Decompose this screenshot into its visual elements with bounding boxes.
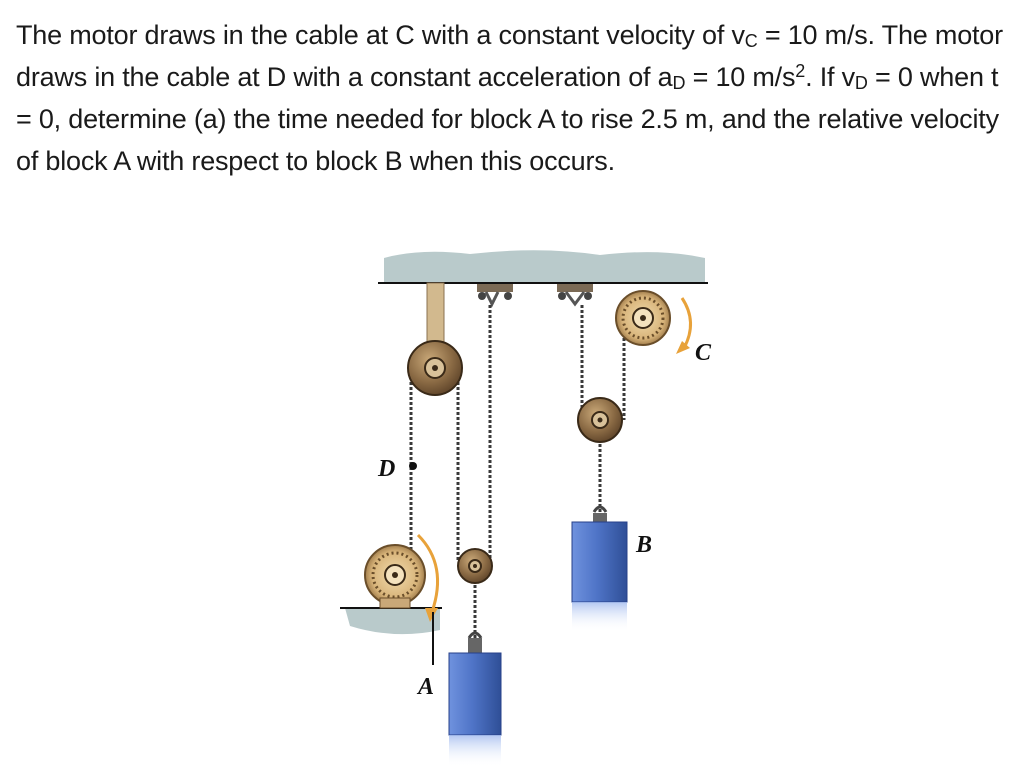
label-c: C bbox=[695, 340, 712, 366]
arrow-d bbox=[416, 533, 439, 613]
arrow-c bbox=[680, 297, 692, 349]
block-b bbox=[571, 505, 628, 632]
point-d-marker bbox=[409, 462, 417, 470]
label-a: A bbox=[416, 674, 434, 700]
subscript-c: C bbox=[744, 31, 758, 51]
pulley-a bbox=[457, 548, 493, 584]
ceiling-hanger-2 bbox=[557, 284, 593, 307]
arrow-c-head bbox=[676, 341, 690, 354]
problem-text-3: = 10 m/s bbox=[685, 62, 796, 92]
motor-d bbox=[340, 544, 442, 635]
superscript-2: 2 bbox=[795, 61, 806, 81]
pulley-b bbox=[577, 397, 623, 443]
problem-text-5: = 0 when t = 0, determine (a) the time n… bbox=[16, 62, 999, 176]
subscript-d-2: D bbox=[854, 73, 868, 93]
problem-statement: The motor draws in the cable at C with a… bbox=[16, 14, 1006, 182]
ceiling bbox=[378, 250, 708, 284]
problem-text-4: . If v bbox=[805, 62, 855, 92]
label-b: B bbox=[635, 532, 652, 558]
arrow-d-head bbox=[425, 608, 438, 622]
block-a bbox=[448, 631, 502, 767]
ceiling-hanger-1 bbox=[477, 284, 513, 308]
label-d: D bbox=[377, 456, 395, 482]
fixed-pulley bbox=[407, 340, 463, 396]
problem-text-1: The motor draws in the cable at C with a… bbox=[16, 20, 745, 50]
problem-text-2: = 10 m/s. The motor draws in the cable a… bbox=[16, 20, 1003, 92]
subscript-d: D bbox=[672, 73, 686, 93]
motor-c bbox=[615, 290, 671, 346]
